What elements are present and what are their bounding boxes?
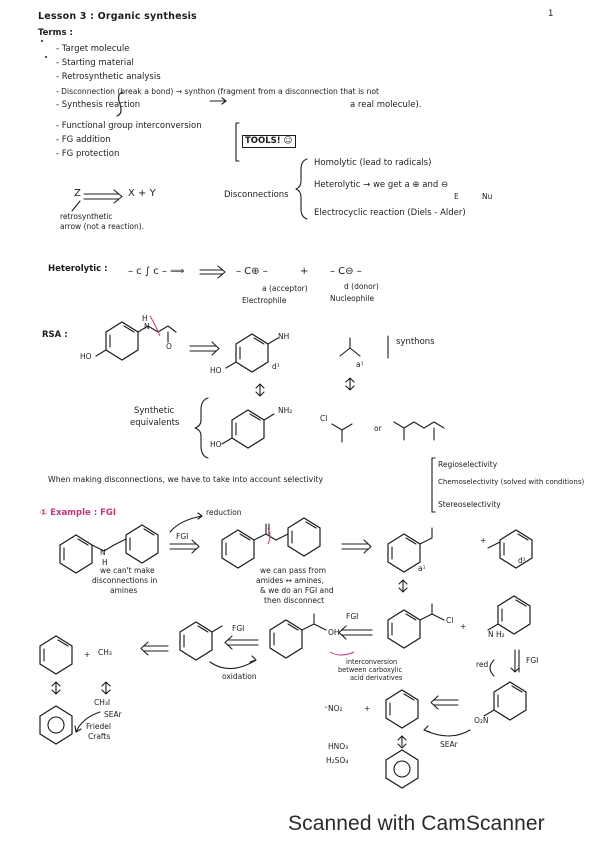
atom-label: HO (210, 366, 222, 375)
oxidation-label: oxidation (222, 672, 257, 681)
z-label: Z (74, 188, 81, 199)
reagent-label: CH₃I (94, 698, 111, 707)
note-line: we can pass from (260, 566, 326, 575)
plus-sign: + (460, 622, 467, 631)
note-line: between carboxylic (338, 666, 403, 674)
atom-label: NH₂ (278, 406, 293, 415)
term-item: - FG protection (56, 149, 120, 159)
term-item: - Retrosynthetic analysis (56, 72, 161, 82)
atom-label: H (102, 558, 108, 567)
plus-sign: + (300, 266, 309, 277)
note-line: amides ↔ amines, (256, 576, 324, 585)
terms-heading: Terms : (38, 28, 73, 38)
plus-sign: + (480, 536, 487, 545)
atom-label: HO (80, 352, 92, 361)
atom-label: CH₃ (98, 648, 112, 657)
atom-label: O (166, 342, 172, 351)
note-line: acid derivatives (350, 674, 403, 682)
note-line: amines (110, 586, 138, 595)
page-number: 1 (548, 9, 554, 19)
note-line: interconversion (346, 658, 398, 666)
term-item: - Functional group interconversion (56, 121, 202, 131)
synthon-continuation: a real molecule). (350, 100, 422, 110)
selectivity-type: Stereoselectivity (438, 500, 501, 509)
atom-label: O₂N (474, 716, 489, 725)
atom-label: Cl (446, 616, 454, 625)
selectivity-type: Chemoselectivity (solved with conditions… (438, 478, 585, 486)
note-line: disconnections in (92, 576, 158, 585)
reaction-label: Friedel (86, 722, 112, 731)
heterolytic-bond: – c ∫ c – ⟹ (128, 266, 185, 277)
atom-label: HO (210, 440, 222, 449)
acceptor-fragment: – C⊕ – (236, 266, 268, 277)
plus-sign: + (84, 650, 91, 659)
disconnection-type: Electrocyclic reaction (Diels - Alder) (314, 208, 466, 218)
reagent-label: ⁺NO₂ (324, 704, 343, 713)
donor-fragment: – C⊖ – (330, 266, 362, 277)
d1-label: d¹ (518, 556, 526, 565)
nucleophile-label: Nucleophile (330, 294, 375, 303)
atom-label: Cl (320, 414, 328, 423)
disconnection-type: Homolytic (lead to radicals) (314, 158, 432, 168)
example-label: ① Example : FGI (40, 508, 117, 518)
d1-label: d¹ (272, 362, 280, 371)
term-item: - Synthesis reaction (56, 100, 141, 110)
selectivity-type: Regioselectivity (438, 460, 498, 469)
fgi-label: FGI (346, 612, 359, 621)
page-title: Lesson 3 : Organic synthesis (38, 11, 197, 22)
reagent-label: HNO₃ (328, 742, 349, 751)
fgi-label: FGI (232, 624, 245, 633)
nucleophile-sub: Nu (482, 192, 493, 201)
note-line: & we do an FGI and (260, 586, 334, 595)
reaction-label: Crafts (88, 732, 111, 741)
acceptor-label: a (acceptor) (262, 284, 308, 293)
term-item: - Starting material (56, 58, 134, 68)
note-line: then disconnect (264, 596, 325, 605)
atom-label: N (100, 548, 106, 557)
tools-label: TOOLS! ☺ (242, 135, 296, 148)
donor-label: d (donor) (344, 282, 379, 291)
atom-label: N H₂ (488, 630, 505, 639)
synthons-label: synthons (396, 337, 435, 347)
synthetic-equivalents: equivalents (130, 418, 180, 428)
atom-label: NH (278, 332, 290, 341)
heterolytic-label: Heterolytic : (48, 264, 108, 274)
reduction-label: reduction (206, 508, 242, 517)
rsa-label: RSA : (42, 330, 68, 340)
term-item: - Disconnection (break a bond) → synthon… (56, 87, 379, 96)
disconnections-label: Disconnections (224, 190, 289, 200)
reagent-label: H₂SO₄ (326, 756, 349, 765)
a1-label: a¹ (418, 564, 426, 573)
synthetic-equivalents: Synthetic (134, 406, 175, 416)
disconnection-type: Heterolytic → we get a ⊕ and ⊖ (314, 180, 449, 190)
note-line: we can't make (100, 566, 155, 575)
camscanner-watermark: Scanned with CamScanner (288, 812, 545, 835)
red-label: red (476, 660, 489, 669)
atom-label: H (142, 314, 148, 323)
xy-label: X + Y (128, 188, 156, 199)
a1-label: a¹ (356, 360, 364, 369)
fgi-label: FGI (526, 656, 539, 665)
reaction-label: SEAr (440, 740, 458, 749)
selectivity-sentence: When making disconnections, we have to t… (48, 475, 324, 484)
atom-label: OH (328, 628, 340, 637)
reaction-label: SEAr (104, 710, 122, 719)
or-label: or (374, 424, 382, 433)
term-item: - Target molecule (56, 44, 130, 54)
electrophile-label: Electrophile (242, 296, 287, 305)
arrow-note: retrosynthetic (60, 212, 113, 221)
electrophile-sub: E (454, 192, 459, 201)
plus-sign: + (364, 704, 371, 713)
atom-label: N (144, 322, 150, 331)
term-item: - FG addition (56, 135, 111, 145)
fgi-label: FGI (176, 532, 189, 541)
arrow-note: arrow (not a reaction). (60, 222, 145, 231)
